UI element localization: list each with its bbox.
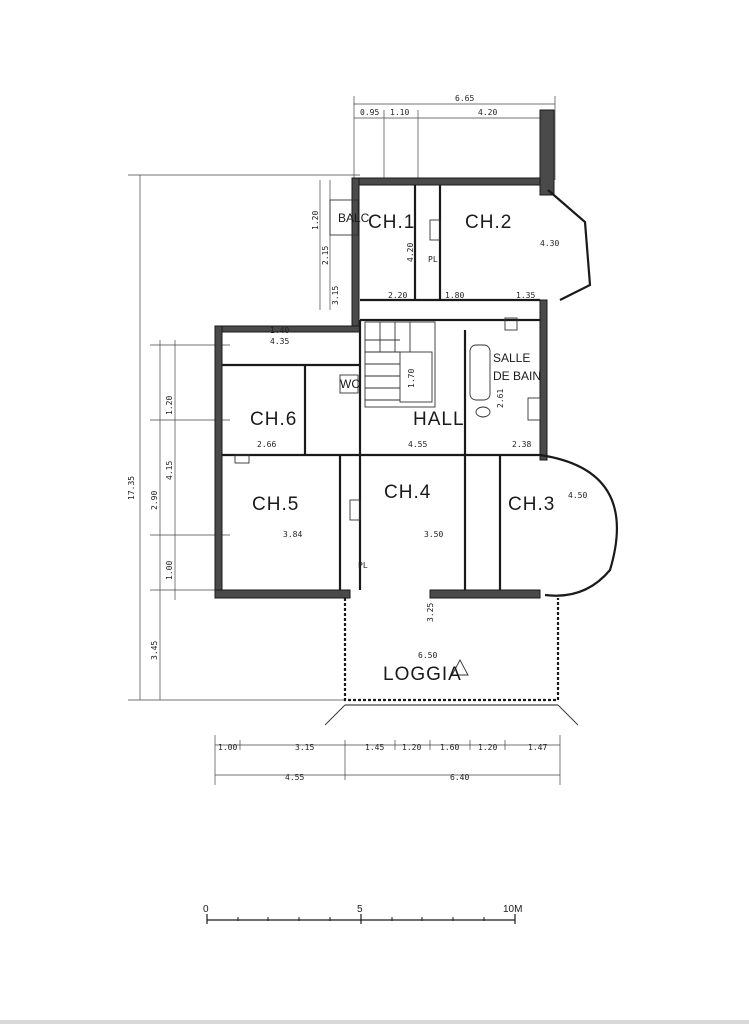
fixtures: [234, 219, 541, 521]
sink-icon: [504, 317, 518, 331]
dim-ch3-r: 4.50: [568, 491, 587, 500]
room-label-hall: HALL: [413, 409, 465, 430]
room-label-balc: BALC: [338, 211, 370, 225]
wc-icon: [339, 374, 359, 394]
sink-icon: [527, 397, 541, 421]
room-label-de-bain: DE BAIN: [493, 369, 541, 383]
dim-left-e: 1.00: [165, 561, 174, 580]
scale-label-10m: 10M: [503, 904, 522, 915]
dim-bottom-e: 1.60: [440, 743, 459, 752]
staircase: [364, 321, 436, 408]
dim-corr-c: 1.70: [407, 369, 416, 388]
room-label-ch3: CH.3: [508, 494, 555, 515]
dim-corr-a: 4.35: [270, 337, 289, 346]
dim-upper-c: 2.15: [321, 246, 330, 265]
loggia: [324, 598, 579, 726]
dim-left-a: 2.90: [150, 491, 159, 510]
dim-bottom-f: 1.20: [478, 743, 497, 752]
dim-bottom-c: 1.45: [365, 743, 384, 752]
dim-bottom-total-left: 4.55: [285, 773, 304, 782]
dim-bottom-total-right: 6.40: [450, 773, 469, 782]
room-label-ch6: CH.6: [250, 409, 297, 430]
dim-loggia-h: 3.25: [426, 603, 435, 622]
dim-bath-h: 2.61: [496, 389, 505, 408]
dim-upper-a: 1.20: [311, 211, 320, 230]
room-label-wc: WC: [340, 377, 360, 391]
dim-ch1-h: 4.20: [406, 243, 415, 262]
bottom-dimension-lines: 1.00 3.15 1.45 1.20 1.60 1.20 1.47 4.55 …: [214, 735, 561, 785]
dim-ch3-w: 2.38: [512, 440, 531, 449]
dim-ch5-w: 3.84: [283, 530, 302, 539]
dim-left-total: 17.35: [127, 476, 136, 500]
sink-icon: [429, 219, 441, 241]
dim-corr-b: 1.40: [270, 326, 289, 335]
scale-label-5: 5: [357, 904, 363, 915]
room-label-ch5: CH.5: [252, 494, 299, 515]
dim-ch4-w: 3.50: [424, 530, 443, 539]
bathtub-icon: [469, 344, 491, 401]
sink-icon: [475, 406, 491, 418]
dim-r1-35: 1.35: [516, 291, 535, 300]
dim-r2-20: 2.20: [388, 291, 407, 300]
room-label-ch2: CH.2: [465, 212, 512, 233]
radiator-icon: [234, 454, 250, 464]
room-label-ch1: CH.1: [368, 212, 415, 233]
dim-bottom-a: 1.00: [218, 743, 237, 752]
room-labels: BALC CH.1 CH.2 CH.6 HALL SALLE DE BAIN C…: [250, 211, 555, 685]
dim-left-b: 4.15: [165, 461, 174, 480]
dim-top-c: 4.20: [478, 108, 497, 117]
scale-label-0: 0: [203, 904, 209, 915]
dim-upper-b: 3.15: [331, 286, 340, 305]
dim-bottom-d: 1.20: [402, 743, 421, 752]
dim-ch6-w: 2.66: [257, 440, 276, 449]
room-label-salle: SALLE: [493, 351, 530, 365]
balcony: [329, 199, 359, 236]
room-label-loggia: LOGGIA: [383, 664, 462, 685]
scale-bar: 0 5 10M: [203, 904, 522, 924]
dim-hall-w: 4.55: [408, 440, 427, 449]
dim-left-d: 1.20: [165, 396, 174, 415]
dim-ch2-w: 4.30: [540, 239, 559, 248]
dim-bottom-b: 3.15: [295, 743, 314, 752]
dim-loggia-w: 6.50: [418, 651, 437, 660]
room-label-pl-1: PL: [428, 255, 438, 264]
sink-icon: [349, 499, 361, 521]
dim-top-b: 1.10: [390, 108, 409, 117]
dim-bottom-g: 1.47: [528, 743, 547, 752]
room-label-pl-2: PL: [358, 561, 368, 570]
exterior-walls: [214, 109, 618, 599]
room-label-ch4: CH.4: [384, 482, 431, 503]
dim-r1-80: 1.80: [445, 291, 464, 300]
left-dimension-lines: 17.35 2.90 4.15 3.45 1.20 1.00 1.20 3.15…: [127, 174, 360, 701]
scan-edge: [0, 1020, 749, 1024]
top-dimension-lines: 6.65 0.95 1.10 4.20: [353, 94, 556, 180]
dim-top-a: 0.95: [360, 108, 379, 117]
dim-left-c: 3.45: [150, 641, 159, 660]
room-dimensions: 4.30 2.20 1.80 1.35 1.40 4.35 2.66 4.55 …: [257, 239, 587, 660]
interior-walls: [222, 185, 540, 590]
dim-top-total: 6.65: [455, 94, 474, 103]
